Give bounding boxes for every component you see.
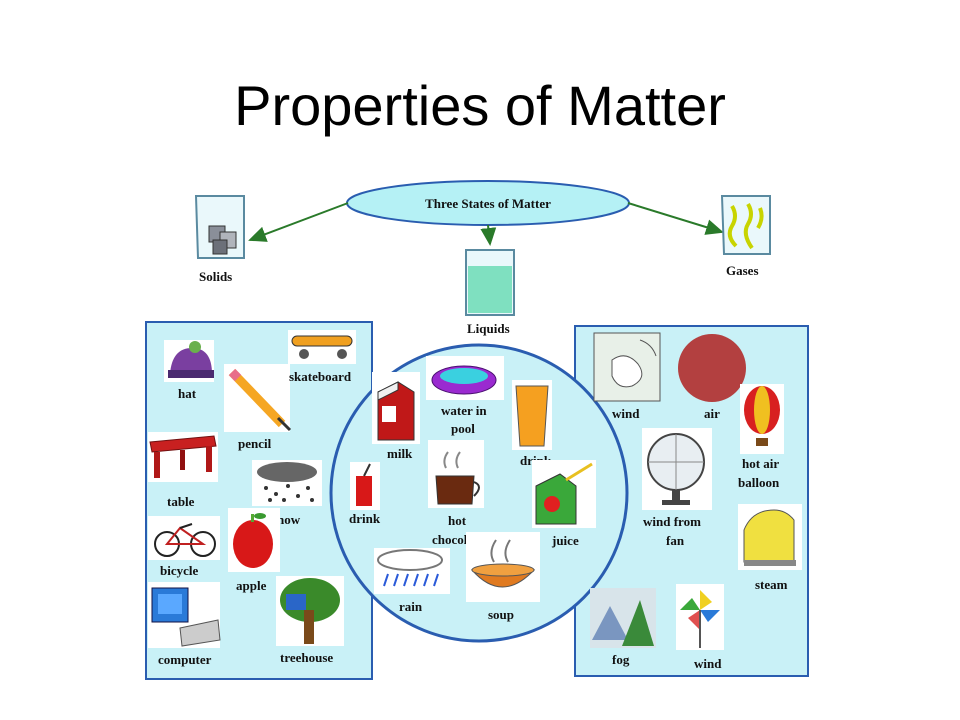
pencil-label: pencil	[238, 436, 272, 451]
hot-chocolate-icon	[428, 440, 484, 508]
soup-label: soup	[488, 607, 514, 622]
snow-cloud-icon	[252, 460, 322, 506]
steam-iron-icon	[738, 504, 802, 570]
glass-drink-icon	[512, 380, 552, 450]
air-label: air	[704, 406, 720, 421]
gases-label: Gases	[726, 263, 759, 278]
bicycle-label: bicycle	[160, 563, 198, 578]
skateboard-icon	[288, 330, 356, 364]
pool-label-line2: pool	[451, 421, 475, 436]
table-label: table	[167, 494, 195, 509]
soup-bowl-icon	[466, 532, 540, 602]
fog-icon	[590, 588, 656, 648]
hot-air-balloon-icon	[740, 384, 784, 454]
fan-label-line2: fan	[666, 533, 685, 548]
arrow-to-gases	[627, 202, 724, 235]
pinwheel-icon	[676, 584, 724, 650]
treehouse-icon	[276, 576, 344, 646]
liquids-label: Liquids	[467, 321, 510, 336]
milk-carton-icon	[372, 372, 420, 444]
pencil-icon	[224, 364, 292, 432]
hat-label: hat	[178, 386, 197, 401]
hat-icon	[164, 340, 214, 382]
page-title: Properties of Matter	[234, 74, 726, 137]
bicycle-icon	[148, 516, 220, 560]
pool-label-line1: water in	[441, 403, 487, 418]
rain-cloud-icon	[374, 548, 450, 594]
drink-label: drink	[349, 511, 381, 526]
wind-map-label: wind	[612, 406, 640, 421]
milk-label: milk	[387, 446, 413, 461]
solids-beaker-icon	[194, 195, 245, 259]
juice-label: juice	[551, 533, 579, 548]
solids-label: Solids	[199, 269, 232, 284]
fog-label: fog	[612, 652, 630, 667]
arrow-to-liquids	[480, 224, 497, 246]
center-node: Three States of Matter	[346, 180, 630, 226]
steam-label: steam	[755, 577, 788, 592]
fan-label-line1: wind from	[643, 514, 701, 529]
fan-icon	[642, 428, 712, 510]
computer-icon	[148, 582, 221, 648]
skateboard-label: skateboard	[289, 369, 352, 384]
drink-cup-icon	[350, 462, 380, 510]
balloon-label-line1: hot air	[742, 456, 779, 471]
juice-box-icon	[532, 460, 596, 528]
table-icon	[148, 432, 218, 482]
wind-map-icon	[593, 332, 661, 402]
liquids-beaker-icon	[465, 249, 515, 316]
center-node-label: Three States of Matter	[425, 196, 551, 211]
rain-label: rain	[399, 599, 423, 614]
treehouse-label: treehouse	[280, 650, 333, 665]
apple-label: apple	[236, 578, 267, 593]
pool-icon	[426, 356, 504, 400]
arrow-to-solids	[248, 202, 349, 242]
computer-label: computer	[158, 652, 212, 667]
air-ball-icon	[678, 334, 746, 402]
gases-beaker-icon	[720, 195, 771, 255]
balloon-label-line2: balloon	[738, 475, 780, 490]
hot-chocolate-label-line1: hot	[448, 513, 467, 528]
apple-icon	[228, 508, 280, 572]
pinwheel-label: wind	[694, 656, 722, 671]
